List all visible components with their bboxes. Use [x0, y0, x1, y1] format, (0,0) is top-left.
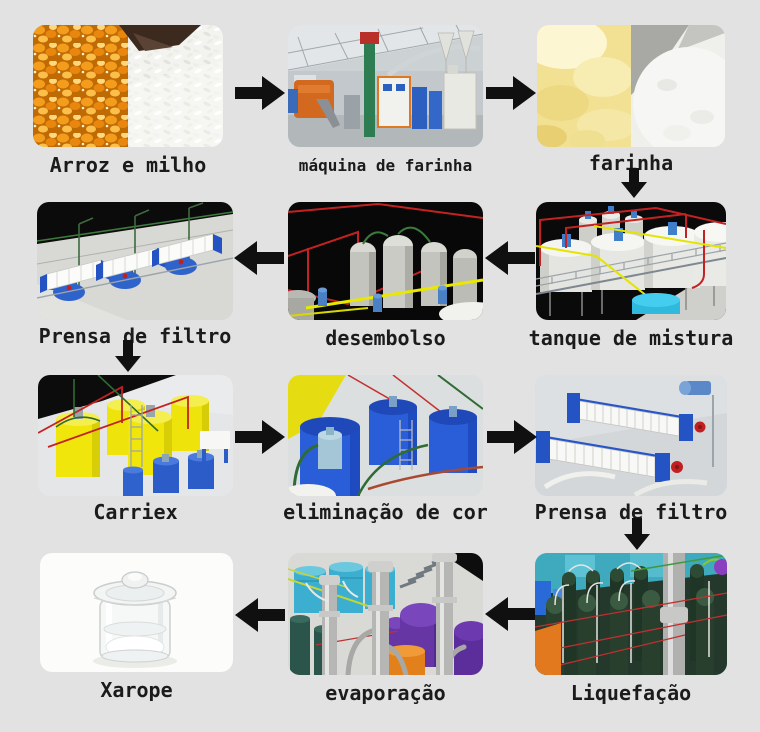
liquefacao-image: [535, 553, 727, 675]
step-tanque-de-mistura: tanque de mistura: [529, 202, 733, 350]
step-desembolso: desembolso: [288, 202, 483, 350]
arrow-left-icon: [235, 597, 285, 633]
prensa-de-filtro-1-image: [37, 202, 233, 320]
step-label-prensa-de-filtro-2: Prensa de filtro: [534, 500, 728, 524]
arrow-down-icon: [624, 518, 650, 550]
step-prensa-de-filtro-1: Prensa de filtro: [37, 202, 233, 348]
arrow-right-icon: [487, 419, 537, 455]
arrow-down-icon: [115, 340, 141, 372]
step-label-eliminacao-de-cor: eliminação de cor: [283, 500, 488, 524]
evaporacao-image: [288, 553, 483, 675]
step-label-evaporacao: evaporação: [325, 681, 446, 705]
step-maquina-de-farinha: máquina de farinha: [288, 25, 483, 175]
xarope-image: [40, 553, 233, 672]
carriex-image: [38, 375, 233, 496]
step-eliminacao-de-cor: eliminação de cor: [283, 375, 488, 524]
step-carriex: Carriex: [38, 375, 233, 524]
step-arroz-e-milho: Arroz e milho: [33, 25, 223, 177]
step-liquefacao: Liquefação: [535, 553, 727, 705]
arrow-down-icon: [621, 168, 647, 198]
arrow-left-icon: [485, 596, 535, 632]
prensa-de-filtro-2-image: [535, 375, 727, 496]
step-label-xarope: Xarope: [100, 678, 173, 702]
tanque-de-mistura-image: [536, 202, 726, 320]
maquina-de-farinha-image: [288, 25, 483, 147]
farinha-image: [537, 25, 725, 147]
desembolso-image: [288, 202, 483, 320]
step-evaporacao: evaporação: [288, 553, 483, 705]
step-label-desembolso: desembolso: [325, 326, 446, 350]
step-farinha: farinha: [537, 25, 725, 175]
eliminacao-de-cor-image: [288, 375, 483, 496]
arrow-right-icon: [235, 419, 285, 455]
arrow-right-icon: [235, 75, 285, 111]
step-prensa-de-filtro-2: Prensa de filtro: [535, 375, 727, 524]
arroz-e-milho-image: [33, 25, 223, 147]
step-label-maquina-de-farinha: máquina de farinha: [298, 156, 473, 175]
step-label-carriex: Carriex: [93, 500, 178, 524]
arrow-right-icon: [486, 75, 536, 111]
step-xarope: Xarope: [40, 553, 233, 702]
step-label-arroz-e-milho: Arroz e milho: [49, 153, 207, 177]
step-label-prensa-de-filtro-1: Prensa de filtro: [38, 324, 232, 348]
step-label-tanque-de-mistura: tanque de mistura: [528, 326, 734, 350]
arrow-left-icon: [234, 240, 284, 276]
step-label-liquefacao: Liquefação: [570, 681, 692, 705]
arrow-left-icon: [485, 240, 535, 276]
